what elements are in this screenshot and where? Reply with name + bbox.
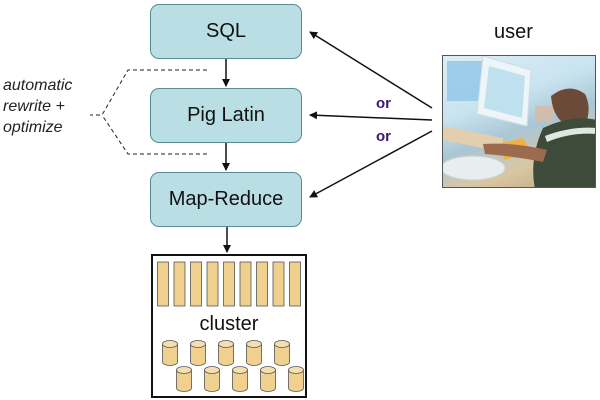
arrow-user-to-mr (309, 130, 433, 198)
cluster-label: cluster (199, 313, 259, 335)
disk-icon (232, 366, 248, 392)
disk-icon (176, 366, 192, 392)
server-rack (223, 261, 235, 307)
server-rack (206, 261, 219, 307)
pig-latin-label: Pig Latin (187, 104, 265, 126)
user-label: user (494, 21, 533, 43)
annotation-line-3: optimize (3, 119, 63, 136)
disk-icon (162, 340, 178, 366)
disk-icon (288, 366, 304, 392)
pig-latin-node: Pig Latin (150, 88, 302, 143)
server-rack (239, 261, 252, 307)
annotation-line-2: rewrite + (3, 98, 65, 115)
sql-label: SQL (205, 20, 247, 42)
disk-icon (246, 340, 262, 366)
rewrite-annotation: automatic rewrite + optimize (3, 75, 72, 138)
disk-icon (190, 340, 206, 366)
arrow-user-to-pig (309, 111, 433, 121)
user-photo-illustration (443, 56, 595, 187)
or-label-1: or (376, 95, 391, 112)
cluster-contents (157, 261, 304, 392)
server-rack (289, 261, 301, 307)
map-reduce-label: Map-Reduce (168, 188, 284, 210)
server-rack (157, 261, 169, 307)
annotation-bracket (90, 69, 207, 155)
cluster-node: cluster (151, 254, 307, 398)
disk-icon (260, 366, 276, 392)
sql-node: SQL (150, 4, 302, 59)
server-rack (256, 261, 268, 307)
disk-icon (204, 366, 220, 392)
annotation-line-1: automatic (3, 77, 73, 94)
disk-icon (218, 340, 234, 366)
server-rack (272, 261, 285, 307)
server-rack (190, 261, 202, 307)
disk-icon (274, 340, 290, 366)
map-reduce-node: Map-Reduce (150, 172, 302, 227)
server-rack (173, 261, 186, 307)
or-label-2: or (376, 128, 391, 145)
user-photo (442, 55, 596, 188)
arrow-user-to-sql (309, 31, 433, 109)
